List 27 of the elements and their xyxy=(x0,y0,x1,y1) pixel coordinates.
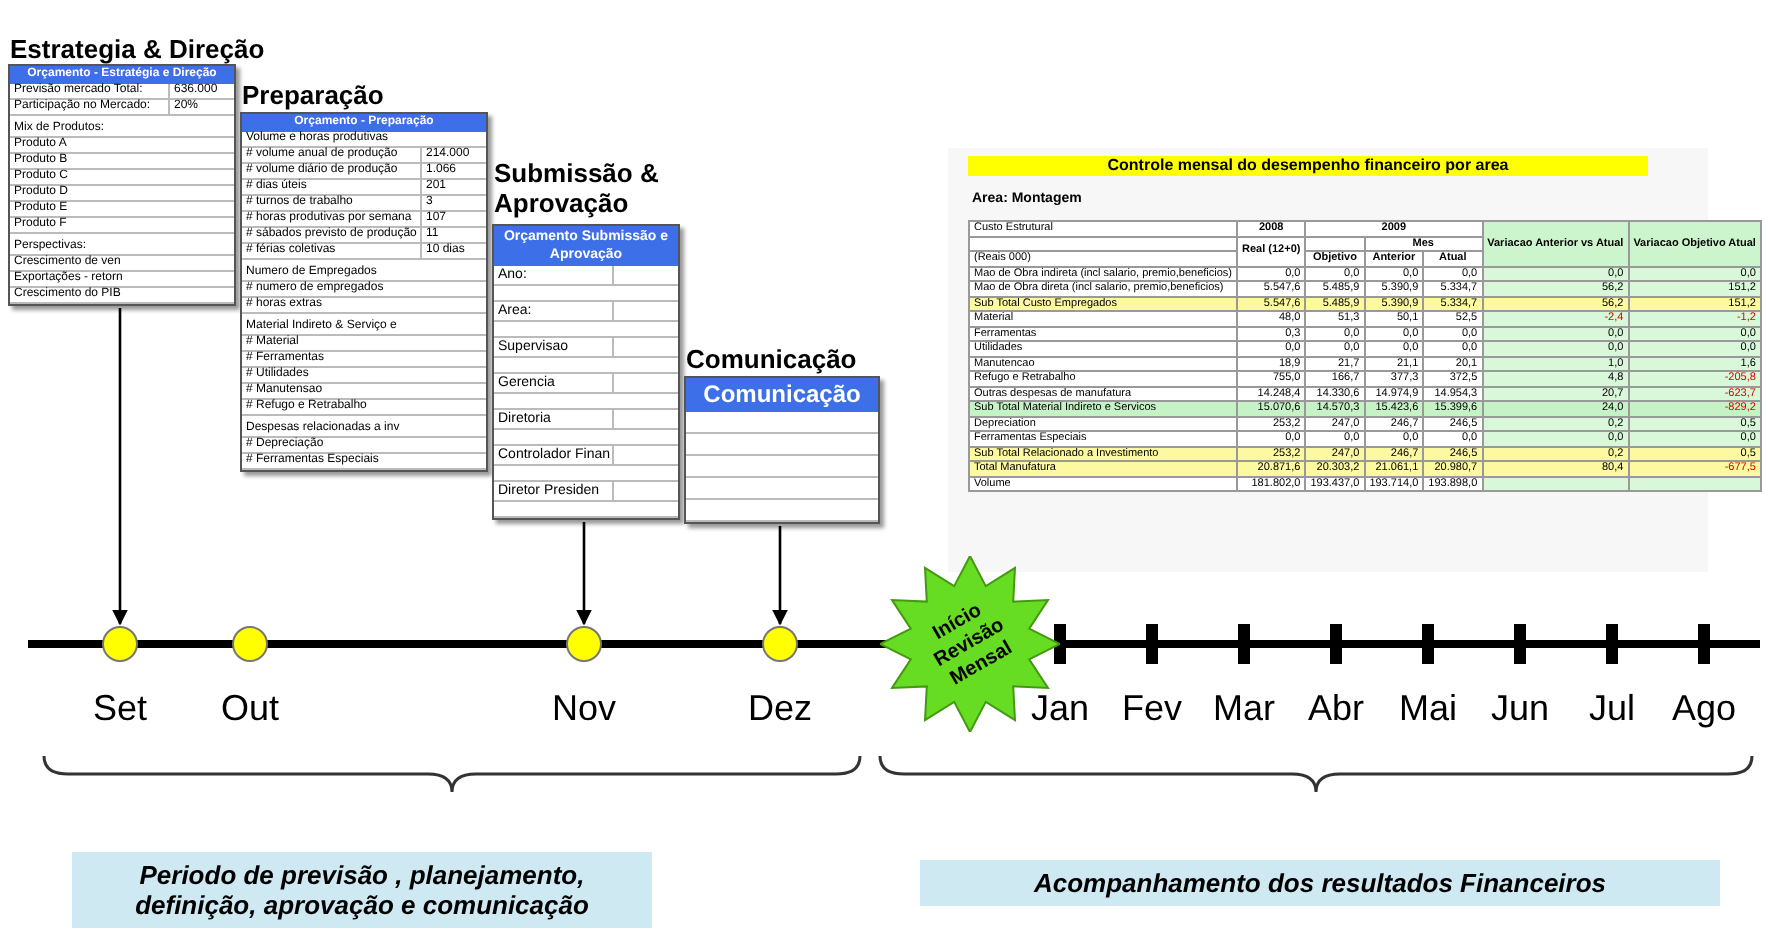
month-label: Abr xyxy=(1308,688,1364,728)
document-title: Submissão & Aprovação xyxy=(494,158,661,218)
document-title: Estrategia & Direção xyxy=(10,34,265,64)
month-label: Jun xyxy=(1490,688,1550,728)
document-title: Preparação xyxy=(242,80,384,110)
arrow xyxy=(112,308,128,626)
period-caption: Acompanhamento dos resultados Financeiros xyxy=(920,860,1720,906)
month-label: Mar xyxy=(1213,688,1275,728)
form-header: Comunicação xyxy=(686,378,878,412)
table-title: Controle mensal do desempenho financeiro por area xyxy=(968,156,1648,176)
timeline-dot xyxy=(762,626,798,662)
timeline-dot xyxy=(232,626,268,662)
month-label: Jan xyxy=(1030,688,1090,728)
document-title: Comunicação xyxy=(686,344,857,374)
month-label: Out xyxy=(221,688,279,728)
arrow xyxy=(576,522,592,626)
arrow xyxy=(772,526,788,626)
month-label: Nov xyxy=(552,688,616,728)
timeline-dot xyxy=(566,626,602,662)
month-label: Mai xyxy=(1399,688,1457,728)
month-label: Dez xyxy=(748,688,812,728)
period-caption: Periodo de previsão , planejamento, definição, aprovação e comunicação xyxy=(72,852,652,928)
month-label: Ago xyxy=(1671,688,1737,728)
month-label: Set xyxy=(92,688,148,728)
timeline-dot xyxy=(102,626,138,662)
month-label: Jul xyxy=(1589,688,1635,728)
month-label: Fev xyxy=(1122,688,1182,728)
